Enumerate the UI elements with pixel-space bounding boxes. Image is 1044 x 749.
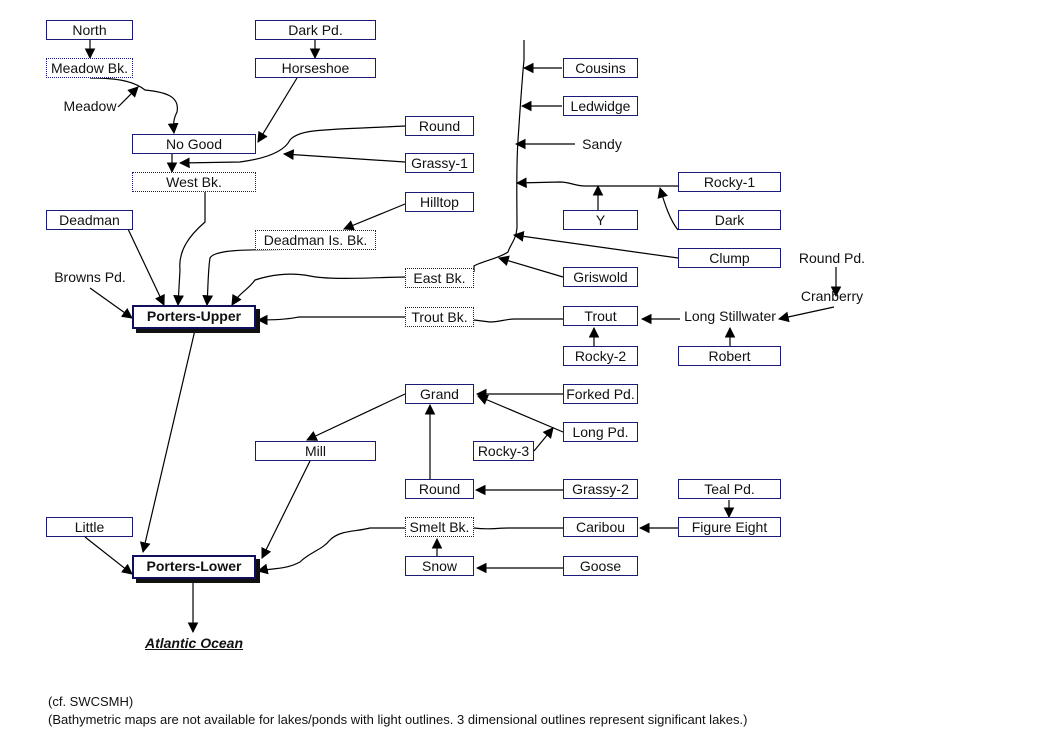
edge-trout-troutbk [473,318,563,323]
node-dark: Dark [678,210,781,230]
node-rocky-2: Rocky-2 [563,346,638,366]
footnote-source: (cf. SWCSMH) [48,694,134,709]
edge-grassy1-westbk [282,149,406,163]
node-porters-lower: Porters-Lower [132,555,256,579]
node-rocky-1: Rocky-1 [678,172,781,192]
node-figure-eight: Figure Eight [678,517,781,537]
edge-meadow-meadowbk [117,86,139,108]
edge-upper-lower [139,329,196,554]
node-deadman: Deadman [46,210,133,230]
node-horseshoe: Horseshoe [255,58,376,78]
node-griswold: Griswold [563,267,638,287]
edge-cranberry-longstill [777,306,835,323]
node-forked-pd: Forked Pd. [563,384,638,404]
node-goose: Goose [563,556,638,576]
node-grand: Grand [405,384,474,404]
edge-round-westbk [178,125,406,169]
node-trout: Trout [563,306,638,326]
node-snow: Snow [405,556,474,576]
node-atlantic-ocean: Atlantic Ocean [144,635,244,651]
edge-deadman-upper [127,228,165,306]
edge-troutbk-upper [256,314,405,326]
edge-grand-mill [306,393,406,441]
edge-brownspd-upper [89,287,133,319]
node-porters-upper: Porters-Upper [132,305,256,329]
edge-longpd-grand [477,394,564,433]
edge-little-lower [84,536,133,575]
edge-rocky3-longpd [533,427,554,452]
edge-eastbk-upper [231,273,406,306]
edge-rocky1-main [515,177,678,189]
node-meadow: Meadow [63,98,117,114]
edge-griswold-main [497,255,564,278]
node-y: Y [563,210,638,230]
edge-clump-main [512,231,679,259]
node-rocky-3: Rocky-3 [473,441,534,461]
footnote-legend: (Bathymetric maps are not available for … [48,712,748,727]
node-ledwidge: Ledwidge [563,96,638,116]
main-stream-line [473,40,525,272]
edge-caribou-smeltbk [473,527,563,530]
node-smelt-bk: Smelt Bk. [405,517,474,537]
node-long-pd: Long Pd. [563,422,638,442]
node-browns-pd: Browns Pd. [54,269,126,285]
node-little: Little [46,517,133,537]
node-no-good: No Good [132,134,256,154]
edge-smeltbk-lower [256,527,405,575]
edge-mill-lower [261,460,311,559]
node-round-pd: Round Pd. [798,250,866,266]
node-round-1: Round [405,116,474,136]
node-meadow-bk: Meadow Bk. [46,58,133,78]
node-caribou: Caribou [563,517,638,537]
node-hilltop: Hilltop [405,192,474,212]
edge-meadowbk-nogood [89,77,179,135]
node-grassy-2: Grassy-2 [563,479,638,499]
edge-deadmanis-upper [202,248,316,307]
node-round-2: Round [405,479,474,499]
node-robert: Robert [678,346,781,366]
node-mill: Mill [255,441,376,461]
node-cranberry: Cranberry [800,288,864,304]
node-grassy-1: Grassy-1 [405,153,474,173]
node-sandy: Sandy [582,136,622,152]
edge-horseshoe-nogood [257,77,298,143]
node-dark-pd: Dark Pd. [255,20,376,40]
node-east-bk: East Bk. [405,268,474,288]
node-north: North [46,20,133,40]
node-clump: Clump [678,248,781,268]
node-trout-bk: Trout Bk. [405,307,474,327]
edge-dark-rocky1 [657,186,679,231]
node-west-bk: West Bk. [132,172,256,192]
node-cousins: Cousins [563,58,638,78]
node-long-stillwater: Long Stillwater [684,308,776,324]
node-teal-pd: Teal Pd. [678,479,781,499]
edge-hilltop-deadmanis [343,203,406,231]
node-deadman-is-bk: Deadman Is. Bk. [255,230,376,250]
edge-westbk-upper [173,192,206,307]
